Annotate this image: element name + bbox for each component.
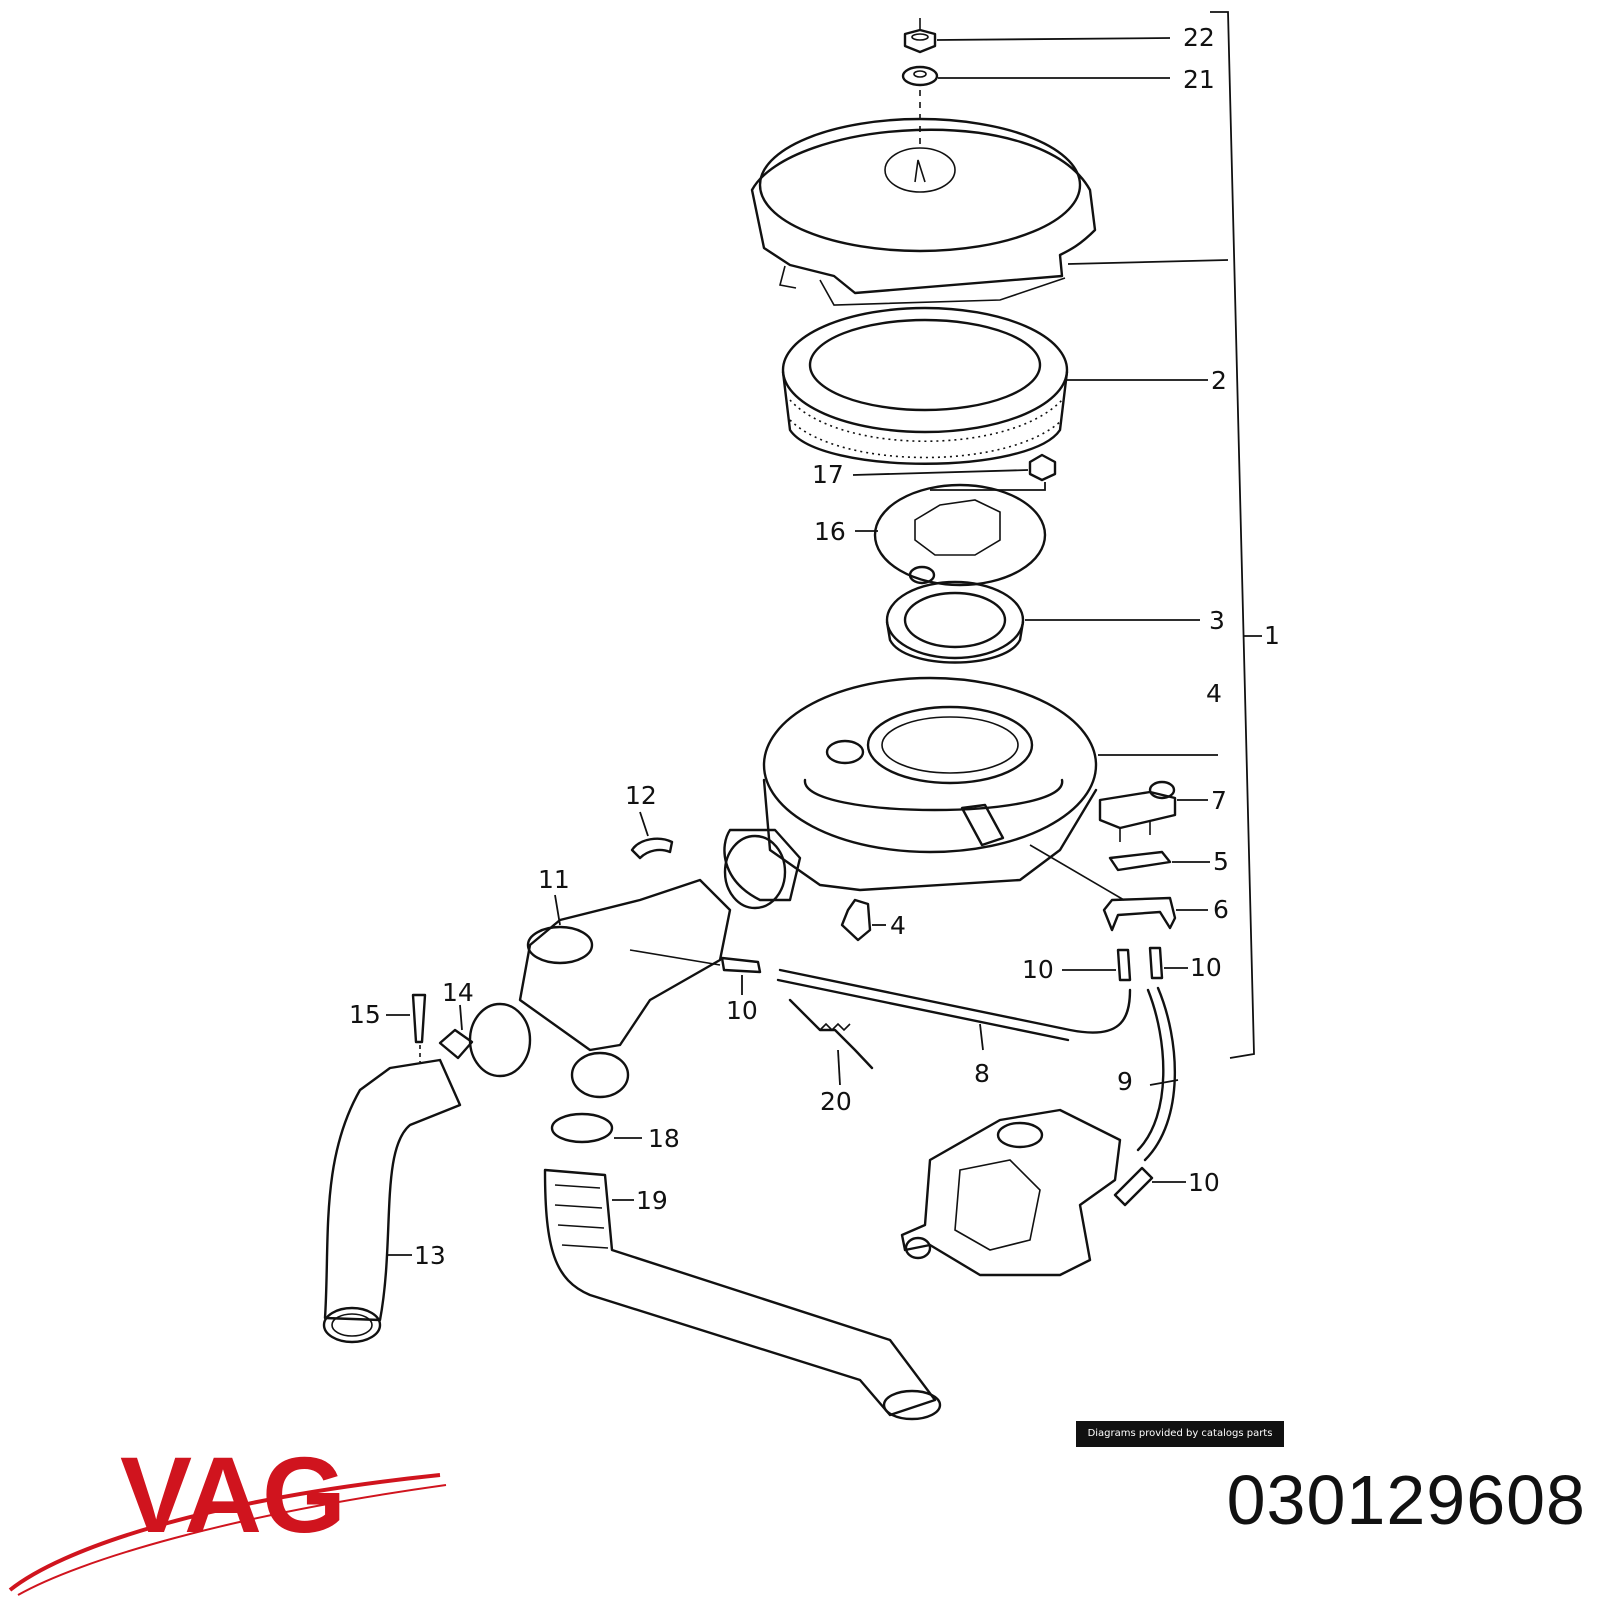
part-15-screw [386,993,427,1062]
label-10c: 10 [726,996,758,1025]
label-19: 19 [636,1186,668,1215]
label-8: 8 [974,1059,990,1088]
label-16: 16 [814,517,846,546]
label-17: 17 [812,460,844,489]
diagram-credit: Diagrams provided by catalogs parts [1076,1421,1284,1447]
label-10b: 10 [1190,953,1222,982]
part-9-hose [1136,986,1179,1162]
part-11-valve-body [468,878,732,1099]
part-labels: 22 21 2 17 16 3 1 4 7 5 6 12 11 4 10 10 … [349,23,1280,1270]
part-10-hoses [720,946,1188,1207]
label-13: 13 [414,1241,446,1270]
label-20: 20 [820,1087,852,1116]
part-3-gasket [885,565,1200,664]
part-4-clip [840,898,886,942]
part-12-clamp [630,811,674,860]
part-5-gasket [1108,850,1210,872]
part-13-hose [322,1058,462,1344]
part-21-washer [901,65,1170,150]
part-2-filter [781,306,1208,465]
part-19-corrugated-hose [543,1168,942,1421]
label-22: 22 [1183,23,1215,52]
part-carburettor [900,1108,1122,1277]
label-18: 18 [648,1124,680,1153]
part-22-nut [903,18,1171,54]
part-16-plate [855,482,1047,587]
label-9: 9 [1117,1067,1133,1096]
part-6-bracket [1029,844,1208,932]
label-14: 14 [442,978,474,1007]
label-10a: 10 [1022,955,1054,984]
label-11: 11 [538,865,570,894]
part-18-clamp [550,1112,642,1144]
label-15: 15 [349,1000,381,1029]
logo-text: VAG [120,1440,346,1555]
label-12: 12 [625,781,657,810]
vag-logo: VAG [8,1440,447,1596]
part-4-housing [723,676,1218,910]
label-7: 7 [1211,786,1227,815]
label-3: 3 [1209,606,1225,635]
label-4: 4 [1206,679,1222,708]
part-14-clip [438,1004,474,1060]
label-2: 2 [1211,366,1227,395]
label-6: 6 [1213,895,1229,924]
part-20-spring [788,998,874,1086]
label-1: 1 [1264,621,1280,650]
label-21: 21 [1183,65,1215,94]
part-8-pipe [776,968,1132,1051]
part-7-sensor [1098,780,1208,842]
part-lid [750,117,1229,306]
part-17-nut [852,453,1057,482]
part-number: 030129608 [1226,1461,1586,1539]
group-bracket [1210,11,1262,1059]
label-4b: 4 [890,911,906,940]
label-5: 5 [1213,847,1229,876]
label-10d: 10 [1188,1168,1220,1197]
